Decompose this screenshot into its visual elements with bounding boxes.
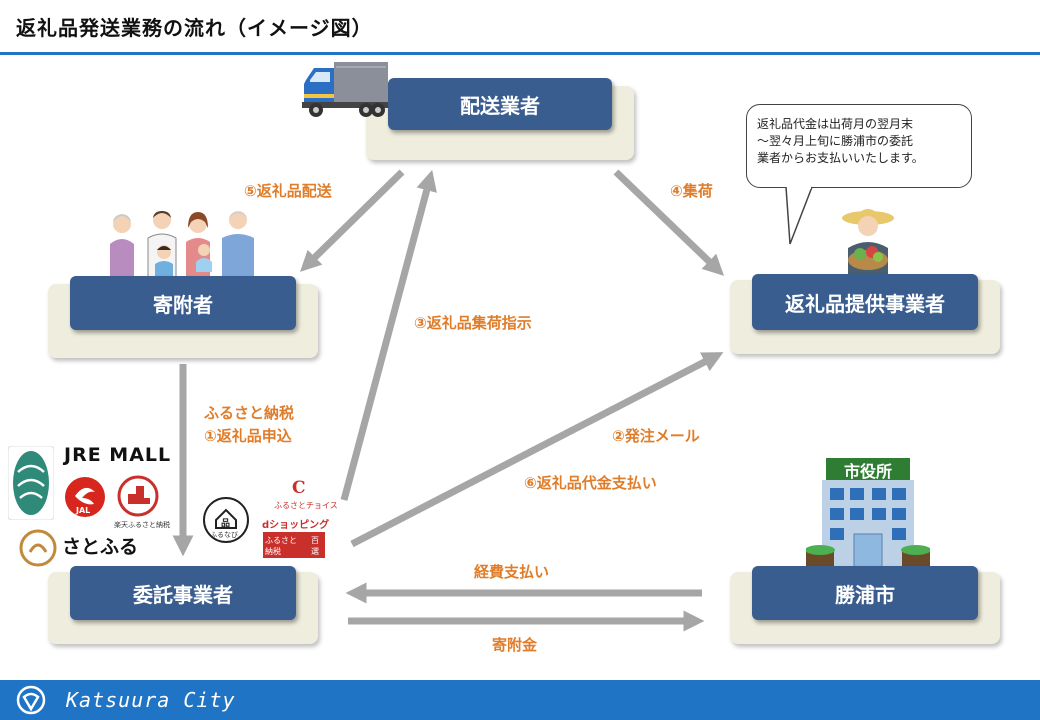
footer-city-name: Katsuura City [66,688,236,712]
label-furusato-nozei: ふるさと納税 [204,404,295,422]
rakuten-furusato-text: 楽天ふるさと納税 [114,521,170,529]
label-gift-application: ①返礼品申込 [204,427,292,445]
truck-icon [302,62,388,117]
arrow-contractor-to-provider [350,352,724,548]
jre-mall-logo: JRE MALL [64,444,172,466]
title-divider [0,52,1040,55]
jal-logo-icon [65,477,105,517]
city-hall-building-icon [806,458,930,570]
city-hall-sign: 市役所 [843,462,892,481]
katsuura-emblem-icon [16,685,46,715]
choice-logo-mark: C [292,478,306,498]
node-delivery-company: 配送業者 [388,78,612,130]
d-shopping-furusato-badge: ふるさと 納税 百 選 [263,532,325,558]
satofull-logo-icon [19,529,57,567]
label-order-email: ②発注メール [612,427,700,445]
d-shopping-badge-hyaku: 百 [311,536,319,545]
farmer-illustration [842,209,894,276]
choice-logo-text: ふるさとチョイス [274,501,338,510]
satofull-logo: さとふる [62,536,139,558]
d-shopping-badge-line-1: ふるさと [265,536,297,545]
label-pickup: ④集荷 [670,182,713,200]
rakuten-furusato-logo-icon [117,475,159,517]
furunavi-text: ふるなび [210,531,238,539]
family-illustration [110,211,254,278]
furunavi-logo-icon [203,497,249,543]
arrow-contractor-to-delivery [340,169,437,501]
node-contractor: 委託事業者 [70,566,296,620]
d-shopping-badge-sen: 選 [311,547,319,556]
payment-note-bubble: 返礼品代金は出荷月の翌月末 ～翌々月上旬に勝浦市の委託 業者からお支払いいたしま… [746,104,972,188]
label-expense-payment: 経費支払い [474,563,550,581]
bubble-line-1: 返礼品代金は出荷月の翌月末 [757,117,914,131]
furusato-portal-logo-icon [8,446,54,520]
node-gift-provider: 返礼品提供事業者 [752,274,978,330]
bubble-line-3: 業者からお支払いいたします。 [757,151,924,165]
furunavi-icon-glyph: 品 [221,519,231,529]
d-shopping-logo: dショッピング [262,520,330,531]
footer-bar: Katsuura City [0,680,1040,720]
label-gift-delivery: ⑤返礼品配送 [244,182,332,200]
bubble-line-2: ～翌々月上旬に勝浦市の委託 [757,134,914,148]
label-pickup-instruction: ③返礼品集荷指示 [414,314,532,332]
node-katsuura-city: 勝浦市 [752,566,978,620]
jal-logo-text: JAL [76,506,91,515]
arrow-delivery-to-provider [613,169,725,276]
arrow-delivery-to-donor [299,169,405,272]
page-title: 返礼品発送業務の流れ（イメージ図） [16,16,373,40]
d-shopping-badge-line-2: 納税 [265,547,281,556]
node-donor: 寄附者 [70,276,296,330]
bubble-tail [785,186,813,245]
label-donation-money: 寄附金 [492,636,538,654]
label-gift-payment: ⑥返礼品代金支払い [524,474,657,492]
